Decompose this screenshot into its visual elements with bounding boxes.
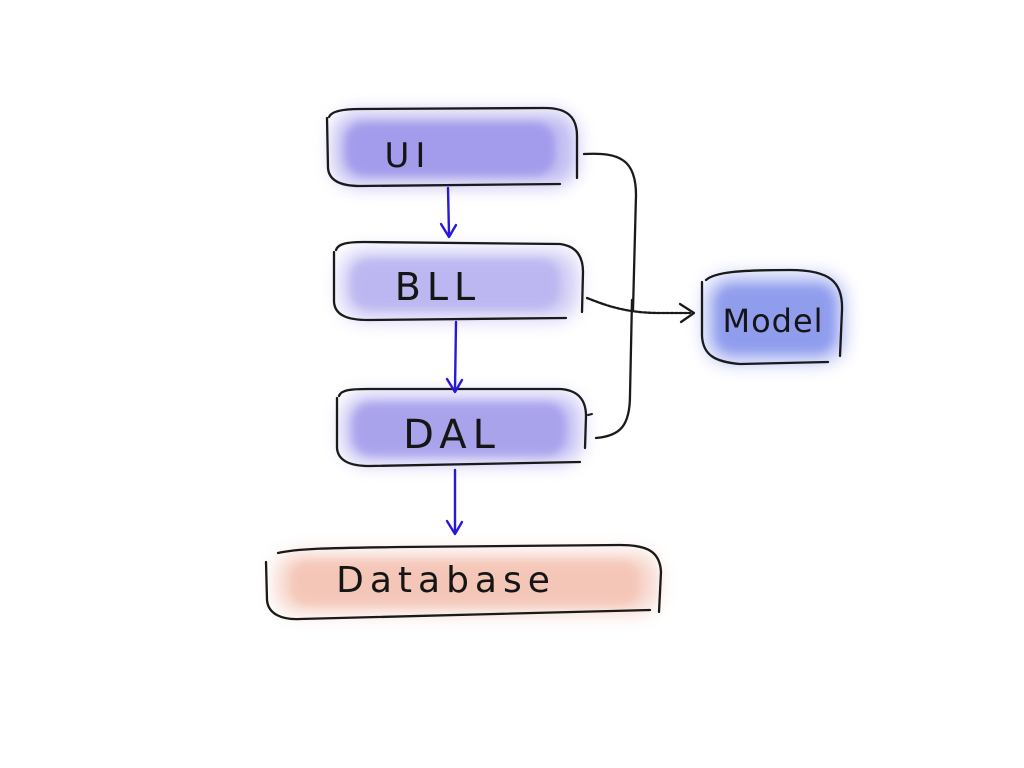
dal-label: DAL (403, 412, 501, 458)
arrow-dal-to-database (445, 468, 464, 536)
ui-layer-box: UI (325, 106, 579, 188)
arrow-bll-to-model (585, 296, 696, 324)
dal-layer-box: DAL (335, 387, 588, 468)
model-box: Model (700, 268, 844, 366)
bracket-dal-to-model (587, 298, 634, 440)
arrow-ui-to-bll (439, 186, 458, 239)
database-label: Database (336, 560, 556, 601)
database-box: Database (264, 543, 663, 621)
bll-label: BLL (395, 265, 481, 309)
ui-label: UI (385, 136, 432, 176)
bracket-ui-to-model (582, 152, 638, 312)
bll-layer-box: BLL (332, 240, 585, 322)
model-label: Model (722, 302, 823, 340)
arrow-bll-to-dal (445, 320, 464, 394)
